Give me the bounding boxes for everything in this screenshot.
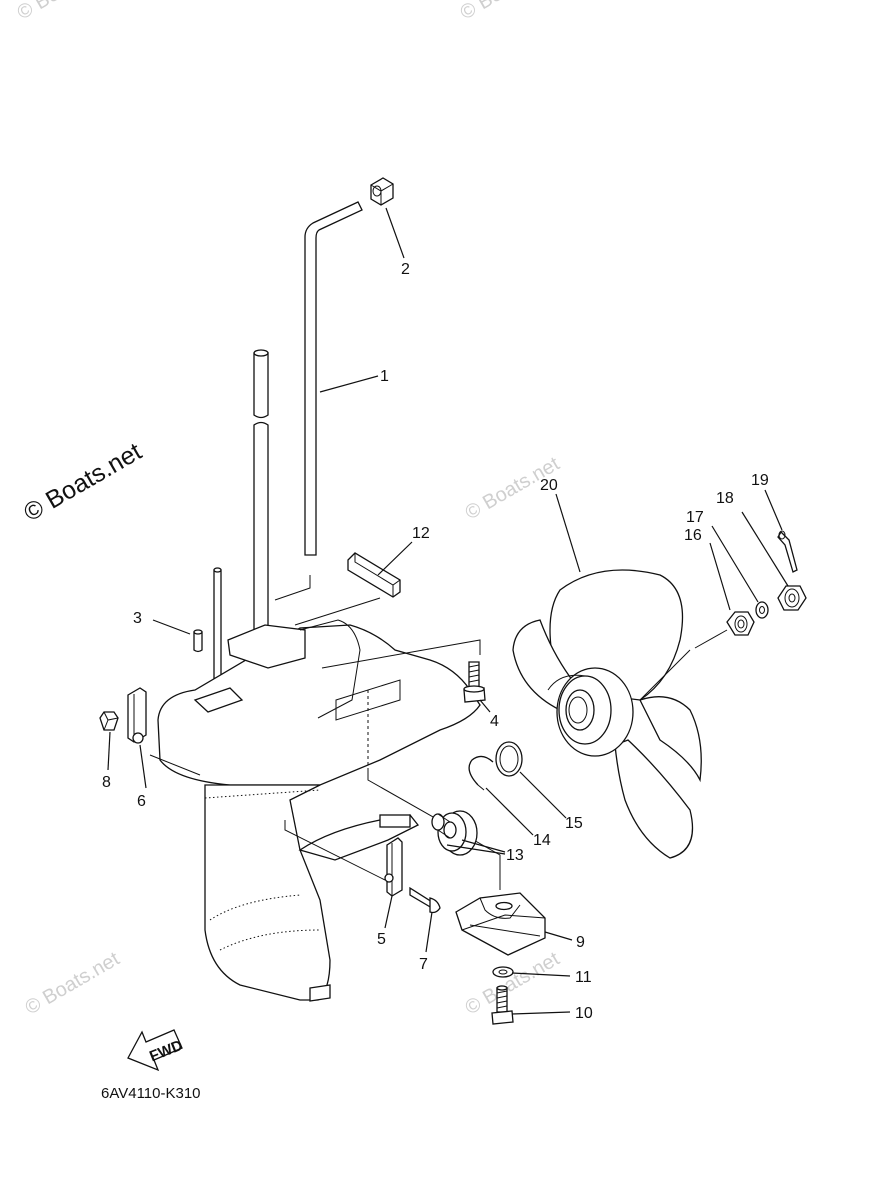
- callout-10: 10: [575, 1005, 593, 1022]
- callout-12: 12: [412, 525, 430, 542]
- watermark-bottom-center: © Boats.net: [462, 948, 564, 1020]
- callout-3: 3: [133, 610, 142, 627]
- callout-16: 16: [684, 527, 702, 544]
- part-14-circlip: [468, 755, 494, 791]
- callout-9: 9: [576, 934, 585, 951]
- part-11-washer: [492, 966, 514, 978]
- fwd-arrow: FWD: [127, 1029, 185, 1072]
- callout-2: 2: [401, 261, 410, 278]
- callout-18: 18: [716, 490, 734, 507]
- part-1-rod: [304, 201, 363, 556]
- callout-20: 20: [540, 477, 558, 494]
- part-3-dowel-pin: [193, 629, 203, 653]
- part-16-spacer: [694, 611, 755, 649]
- part-6-plate: [127, 687, 147, 744]
- part-20-propeller: [512, 569, 702, 859]
- part-17-washer: [755, 601, 769, 619]
- watermark-top-center: © Boats.net: [457, 0, 559, 24]
- part-13-spacer: [431, 810, 478, 856]
- callout-8: 8: [102, 774, 111, 791]
- callout-4: 4: [490, 713, 499, 730]
- callout-numbers: 1 2 3 4 5 6 7 8 9 10 11 12 13 14 15 16 1…: [102, 261, 769, 1022]
- leader-lines: [107, 207, 789, 1015]
- part-5-anode: [384, 837, 403, 897]
- callout-17: 17: [686, 509, 704, 526]
- part-7-screw: [409, 886, 441, 914]
- part-18-nut: [777, 585, 807, 611]
- part-8-plug: [99, 711, 119, 731]
- lower-unit-housing: [157, 619, 481, 1002]
- callout-19: 19: [751, 472, 769, 489]
- callout-15: 15: [565, 815, 583, 832]
- part-4-bolt: [463, 661, 486, 703]
- part-9-wedge: [455, 892, 546, 956]
- part-10-bolt: [491, 985, 514, 1025]
- watermark-main: © Boats.net: [19, 437, 146, 527]
- drive-shaft: [253, 349, 269, 633]
- watermark-top-left: © Boats.net: [14, 0, 116, 24]
- callout-14: 14: [533, 832, 551, 849]
- callout-7: 7: [419, 956, 428, 973]
- diagram-code: 6AV4110-K310: [101, 1085, 201, 1102]
- callout-1: 1: [380, 368, 389, 385]
- callout-5: 5: [377, 931, 386, 948]
- part-15-o-ring: [495, 741, 523, 777]
- watermark-bottom-left: © Boats.net: [22, 948, 124, 1020]
- part-2-grommet: [370, 177, 394, 206]
- part-12-bracket: [347, 552, 401, 598]
- water-tube: [213, 567, 222, 701]
- callout-6: 6: [137, 793, 146, 810]
- callout-13: 13: [506, 847, 524, 864]
- part-19-cotter-pin: [777, 530, 798, 573]
- callout-11: 11: [575, 969, 592, 986]
